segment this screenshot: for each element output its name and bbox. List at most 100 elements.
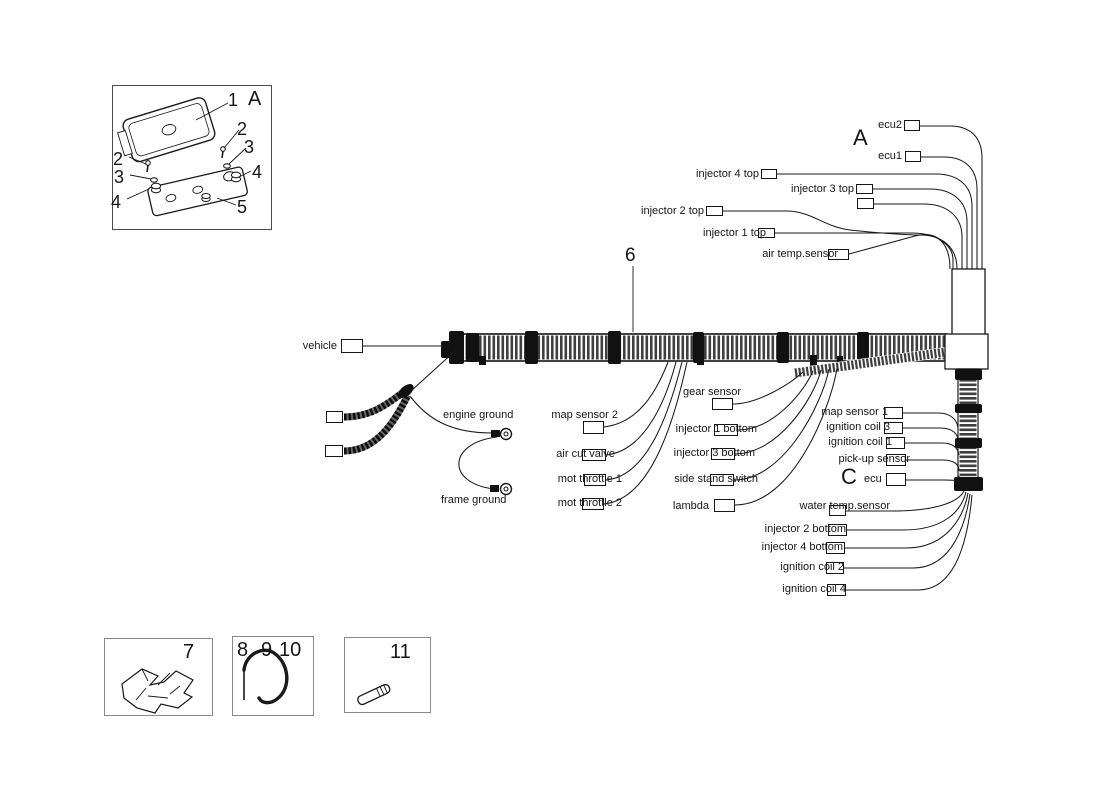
section-c-label: C [841, 464, 857, 489]
label-engineground: engine ground [443, 409, 514, 421]
section-a-label: A [853, 125, 868, 150]
connector-ignitioncoil2 [826, 562, 844, 574]
branch-harness-tube [794, 347, 947, 378]
connector-mapsensor1 [884, 407, 903, 419]
connector-unlabeled-top [857, 198, 874, 209]
braided-cable [343, 384, 414, 455]
part-number-10: 10 [279, 639, 302, 661]
connector-injector1top [758, 228, 775, 238]
label-injector3top: injector 3 top [791, 183, 854, 195]
connector-motthrottle2 [582, 498, 604, 510]
label-mapsensor1: map sensor 1 [821, 406, 888, 418]
connector-aircutvalve [582, 449, 606, 461]
callout-2-right: 2 [237, 119, 248, 139]
label-injector4top: injector 4 top [696, 168, 759, 180]
connector-mapsensor2 [583, 421, 604, 434]
label-injector2top: injector 2 top [641, 205, 704, 217]
label-motthrottle2: mot throttle 2 [557, 497, 622, 509]
connector-motthrottle1 [584, 474, 606, 486]
part-number-8: 8 [237, 639, 249, 661]
wires-bottom-right-group [844, 490, 973, 591]
label-injector1bottom: injector 1 bottom [675, 423, 757, 435]
label-airtemp: air temp.sensor [762, 248, 838, 260]
junction-sleeve [944, 268, 989, 370]
callout-6: 6 [625, 245, 636, 266]
label-ignitioncoil3: ignition coil 3 [826, 421, 890, 433]
callout-1: 1 [228, 90, 239, 110]
label-ignitioncoil2: ignition coil 2 [780, 561, 844, 573]
part11-box [344, 637, 431, 713]
callout-2-left: 2 [113, 149, 124, 169]
connector-ignitioncoil4 [827, 584, 846, 596]
main-harness-tube [441, 331, 948, 366]
connector-lambda [714, 499, 735, 512]
label-ignitioncoil4: ignition coil 4 [782, 583, 846, 595]
callout-leaders [126, 102, 252, 206]
label-lambda: lambda [672, 500, 709, 512]
wires-top-group [723, 125, 983, 270]
wires-throttle-group [603, 361, 688, 505]
connector-injector1bottom [714, 424, 738, 436]
label-injector2bottom: injector 2 bottom [764, 523, 846, 535]
connector-ecu [886, 473, 906, 486]
connector-injector3bottom [711, 448, 735, 460]
connector-ecu1 [905, 151, 921, 162]
connector-airtemp [828, 249, 849, 260]
tape-wrap-band [441, 331, 869, 366]
engine-ground-terminal [491, 427, 513, 441]
label-watertemp: water temp.sensor [799, 500, 890, 512]
connector-ignitioncoil3 [884, 422, 903, 434]
part8910-box [232, 636, 314, 716]
connector-gearsensor [712, 398, 733, 410]
connector-ecu2 [904, 120, 920, 131]
callout-4-left: 4 [111, 192, 122, 212]
cable-clip-drawing [121, 668, 194, 714]
connector-injector4bottom [826, 542, 845, 554]
label-aircutvalve: air cut valve [556, 448, 615, 460]
part7-box [104, 638, 213, 716]
grommet-icon [150, 171, 242, 203]
connector-injector2bottom [828, 524, 847, 536]
wires-left-group [363, 345, 498, 490]
wires-gear-group [732, 367, 838, 506]
frame-ground-terminal [490, 482, 513, 496]
connector-unlabeled-left-1 [326, 411, 343, 423]
screw-icon [145, 146, 226, 173]
label-ecu: ecu [864, 473, 882, 485]
callout-a: A [248, 88, 262, 110]
callout-4-right: 4 [252, 162, 263, 182]
label-injector4bottom: injector 4 bottom [761, 541, 843, 553]
callout-3-right: 3 [244, 137, 255, 157]
label-gearsensor: gear sensor [682, 386, 742, 398]
label-ecu1: ecu1 [878, 150, 902, 162]
part-number-9: 9 [261, 639, 273, 661]
label-injector1top: injector 1 top [703, 227, 766, 239]
callout-3-left: 3 [114, 167, 125, 187]
connector-watertemp [829, 505, 846, 516]
label-ecu2: ecu2 [878, 119, 902, 131]
hook-wire-drawing [242, 648, 289, 705]
label-ignitioncoil1: ignition coil 1 [828, 436, 892, 448]
connector-ignitioncoil1 [886, 437, 905, 449]
washer-icon [150, 163, 231, 183]
connector-injector3top [856, 184, 873, 194]
label-injector3bottom: injector 3 bottom [673, 447, 755, 459]
ecu-exploded-drawing [117, 97, 252, 217]
wires-right-mid-group [903, 412, 960, 481]
label-mapsensor2: map sensor 2 [551, 409, 618, 421]
connector-unlabeled-left-2 [325, 445, 343, 457]
inset-parts-box [112, 85, 272, 230]
screw-pin-drawing [357, 683, 391, 706]
connector-injector2top [706, 206, 723, 216]
callout-5: 5 [237, 197, 248, 217]
label-frameground: frame ground [441, 494, 507, 506]
tape-wrap-band [954, 369, 983, 491]
label-pickupsensor: pick-up sensor [838, 453, 910, 465]
connector-injector4top [761, 169, 777, 179]
connector-pickupsensor [886, 454, 906, 466]
vertical-harness-tube [954, 368, 983, 491]
label-sidestand: side stand switch [674, 473, 758, 485]
label-vehicle: vehicle [302, 340, 337, 352]
